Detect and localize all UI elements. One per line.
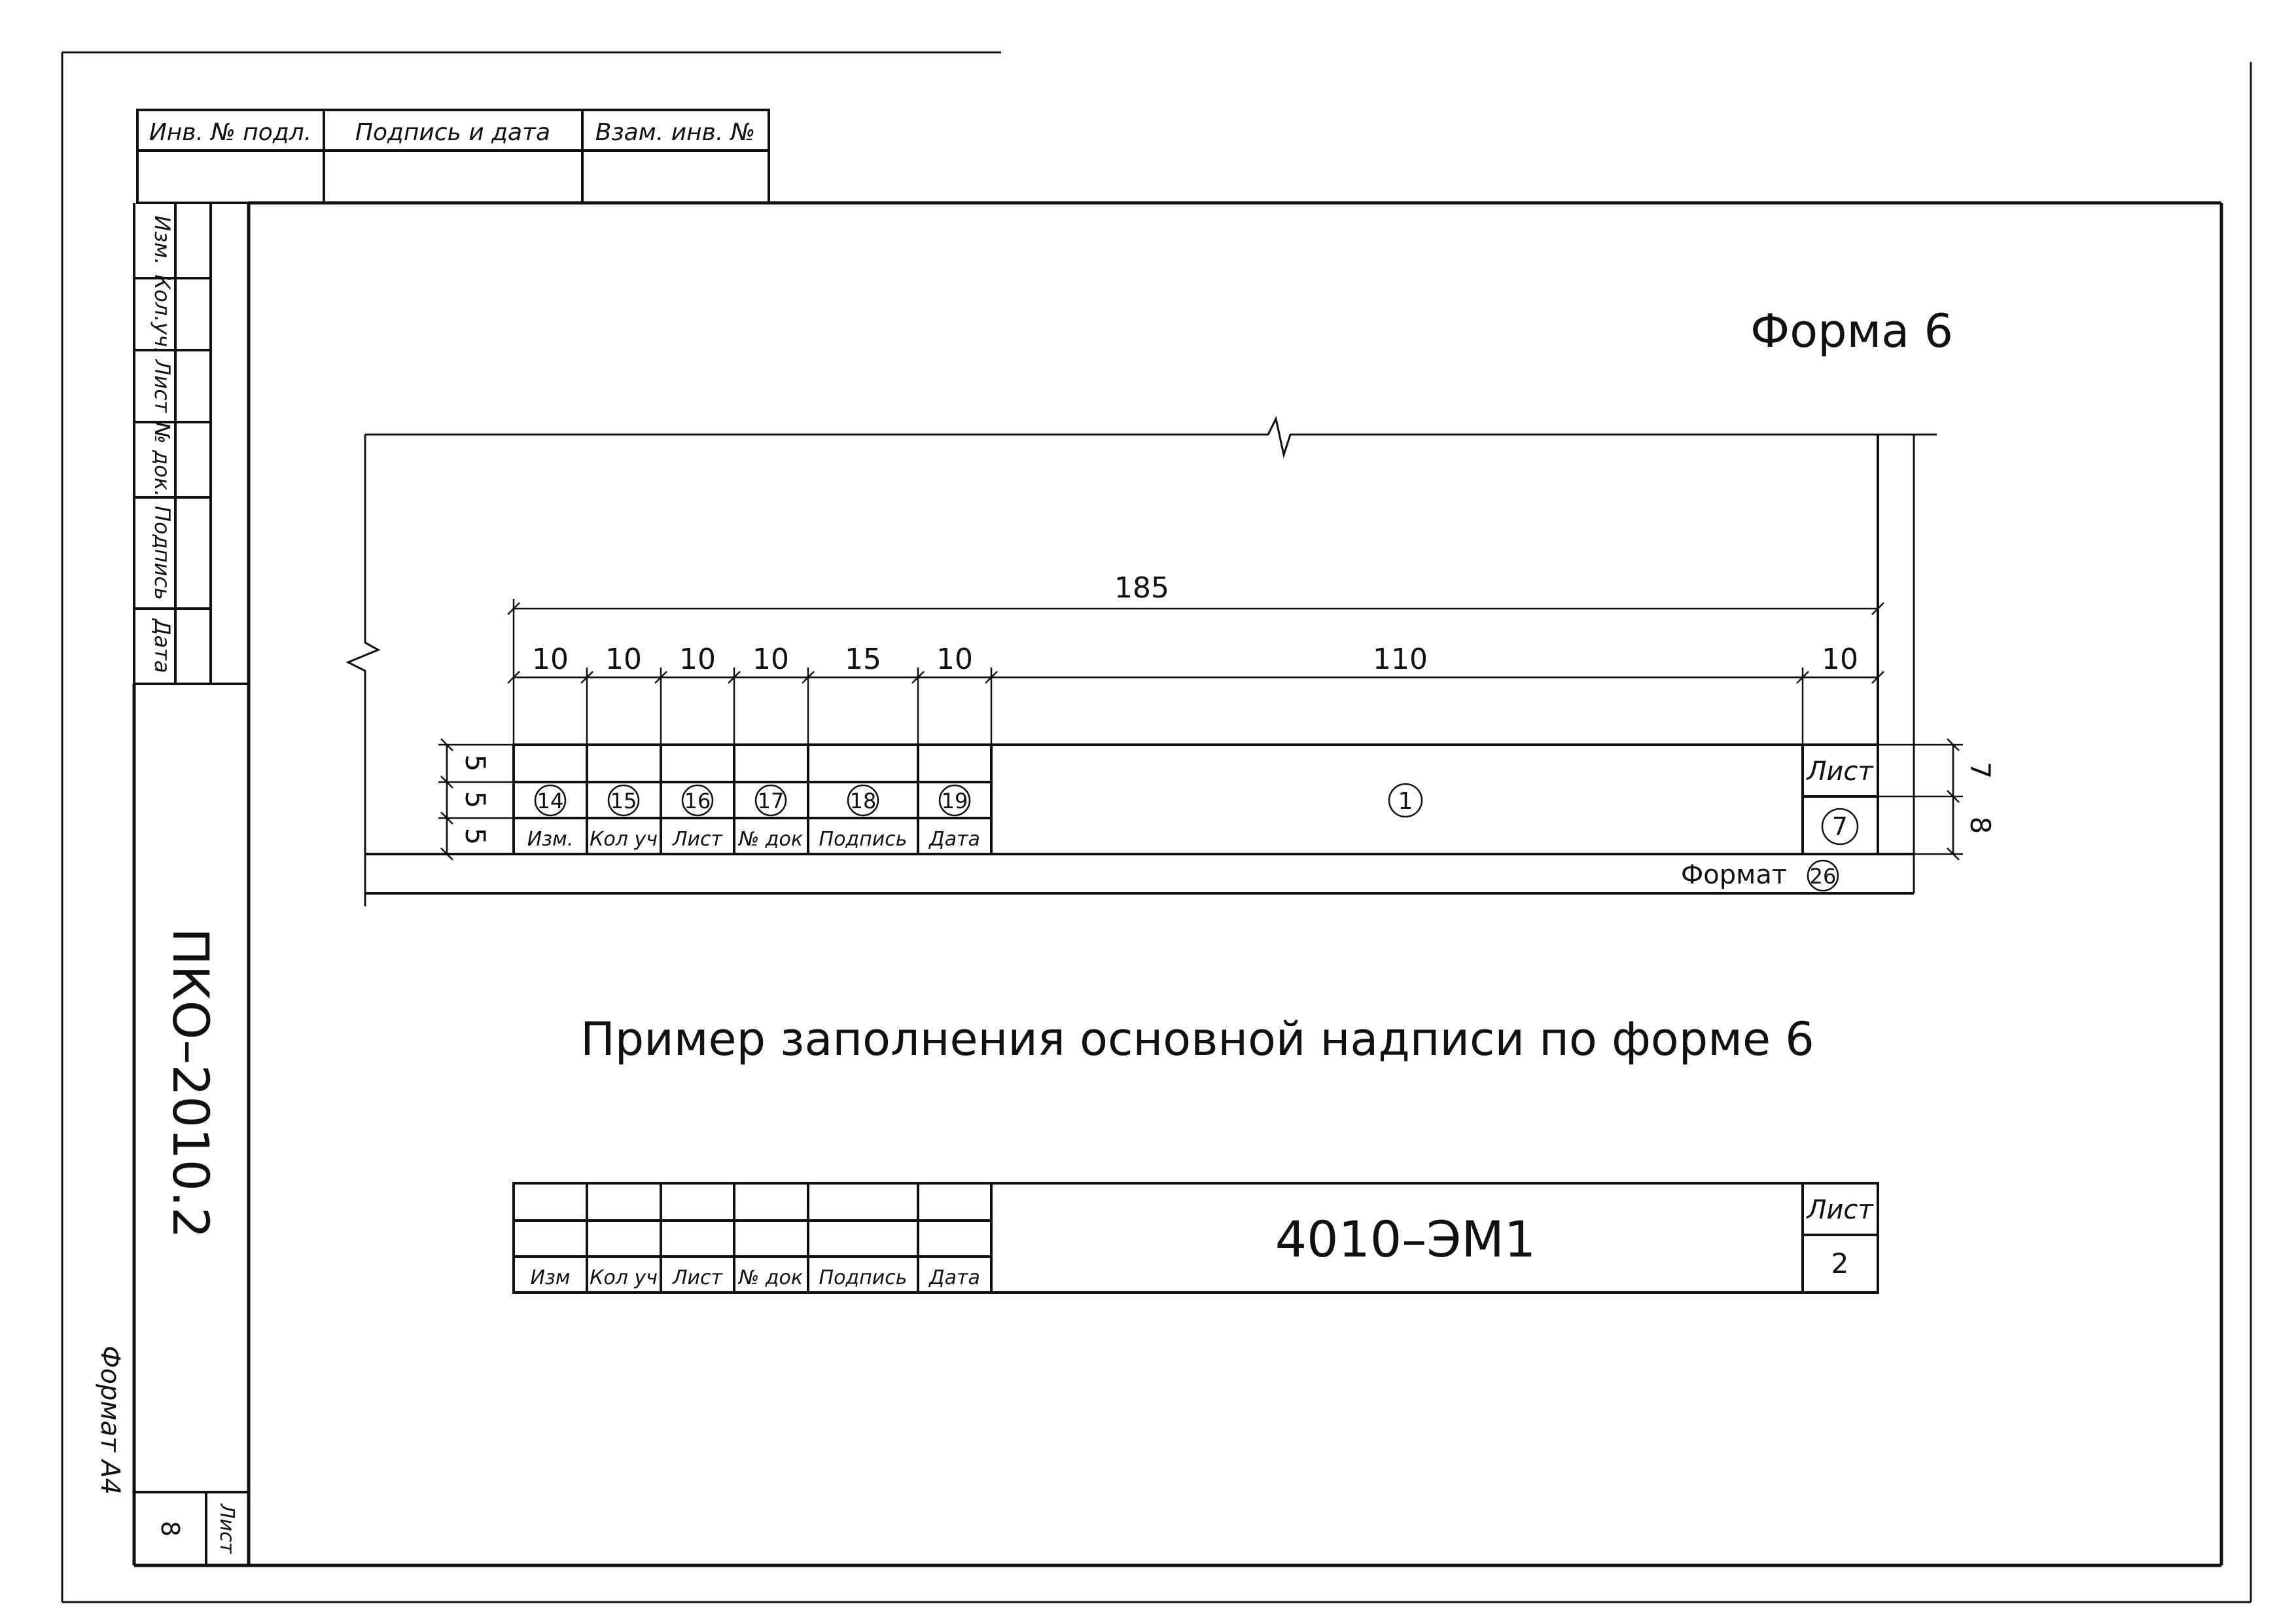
diagram-sheet-label: Лист: [1805, 757, 1874, 787]
side-label-data: Дата: [150, 618, 175, 673]
dim-col-1: 10: [532, 643, 569, 676]
side-label-list: Лист: [150, 359, 175, 413]
dim-col-3: 10: [679, 643, 716, 676]
dim-col-5: 15: [845, 643, 881, 676]
side-label-podpis: Подпись: [150, 506, 175, 600]
example-label-podpis: Подпись: [819, 1266, 908, 1289]
field-19: 19: [942, 789, 968, 813]
inner-frame: [132, 201, 2223, 1567]
podpis-data-label: Подпись и дата: [355, 119, 550, 146]
field-14: 14: [537, 789, 564, 813]
example-title-block: Изм Кол уч Лист № док Подпись Дата 4010–…: [512, 1182, 1879, 1294]
example-label-izm: Изм: [530, 1266, 570, 1289]
example-label-list: Лист: [672, 1266, 724, 1289]
dim-right-1: 7: [1964, 762, 1996, 779]
field-15: 15: [610, 789, 637, 813]
field-18: 18: [850, 789, 877, 813]
diagram-format-label: Формат: [1681, 860, 1787, 890]
example-sheet-value: 2: [1831, 1247, 1849, 1279]
dim-col-8: 10: [1822, 643, 1858, 676]
dim-col-2: 10: [605, 643, 642, 676]
inv-podl-label: Инв. № подл.: [149, 119, 311, 146]
field-26: 26: [1810, 864, 1837, 889]
side-label-izm: Изм.: [150, 215, 175, 264]
side-label-n-dok: № док.: [150, 421, 175, 497]
field-16: 16: [684, 789, 711, 813]
form-title: Форма 6: [1750, 304, 1953, 358]
example-doc-number: 4010–ЭМ1: [1275, 1210, 1536, 1268]
side-sheet-number: 8: [156, 1521, 185, 1537]
dim-col-7: 110: [1373, 643, 1428, 676]
dim-col-4: 10: [752, 643, 789, 676]
form6-diagram: 185 10 10 10 10 15 10 110 10 5 5 5 7 8 1…: [345, 416, 1996, 906]
dim-row-3: 5: [459, 828, 491, 846]
format-note: Формат А4: [95, 1346, 125, 1495]
col-label-izm: Изм.: [527, 828, 574, 851]
vzam-inv-label: Взам. инв. №: [595, 119, 755, 146]
side-sheet-label: Лист: [215, 1503, 238, 1555]
example-sheet-label: Лист: [1805, 1195, 1874, 1225]
example-label-kol-uch: Кол уч: [590, 1266, 658, 1289]
top-stamp: Инв. № подл. Подпись и дата Взам. инв. №: [136, 109, 770, 204]
document-code: ПКО–2010.2: [162, 928, 220, 1239]
title-block-grid: [365, 743, 1914, 895]
dim-row-2: 5: [459, 791, 491, 809]
field-7: 7: [1832, 812, 1848, 841]
col-label-n-dok: № док: [737, 828, 803, 851]
side-label-kol-uch: Кол.уч.: [150, 275, 175, 354]
side-strip: Изм. Кол.уч. Лист № док. Подпись Дата ПК…: [133, 203, 249, 1565]
dim-total: 185: [1114, 571, 1169, 605]
drawing-field-outline: [365, 416, 1937, 459]
col-label-data: Дата: [928, 828, 980, 851]
col-label-list: Лист: [672, 828, 724, 851]
dim-row-1: 5: [459, 755, 491, 772]
dim-col-6: 10: [936, 643, 973, 676]
col-label-kol-uch: Кол уч: [590, 828, 658, 851]
field-1: 1: [1398, 788, 1413, 815]
example-label-n-dok: № док: [737, 1266, 803, 1289]
outer-frame: [61, 51, 2252, 1603]
example-label-data: Дата: [928, 1266, 980, 1289]
field-17: 17: [758, 789, 785, 813]
col-label-podpis: Подпись: [819, 828, 908, 851]
dim-right-2: 8: [1964, 817, 1996, 834]
example-title: Пример заполнения основной надписи по фо…: [580, 1012, 1814, 1066]
